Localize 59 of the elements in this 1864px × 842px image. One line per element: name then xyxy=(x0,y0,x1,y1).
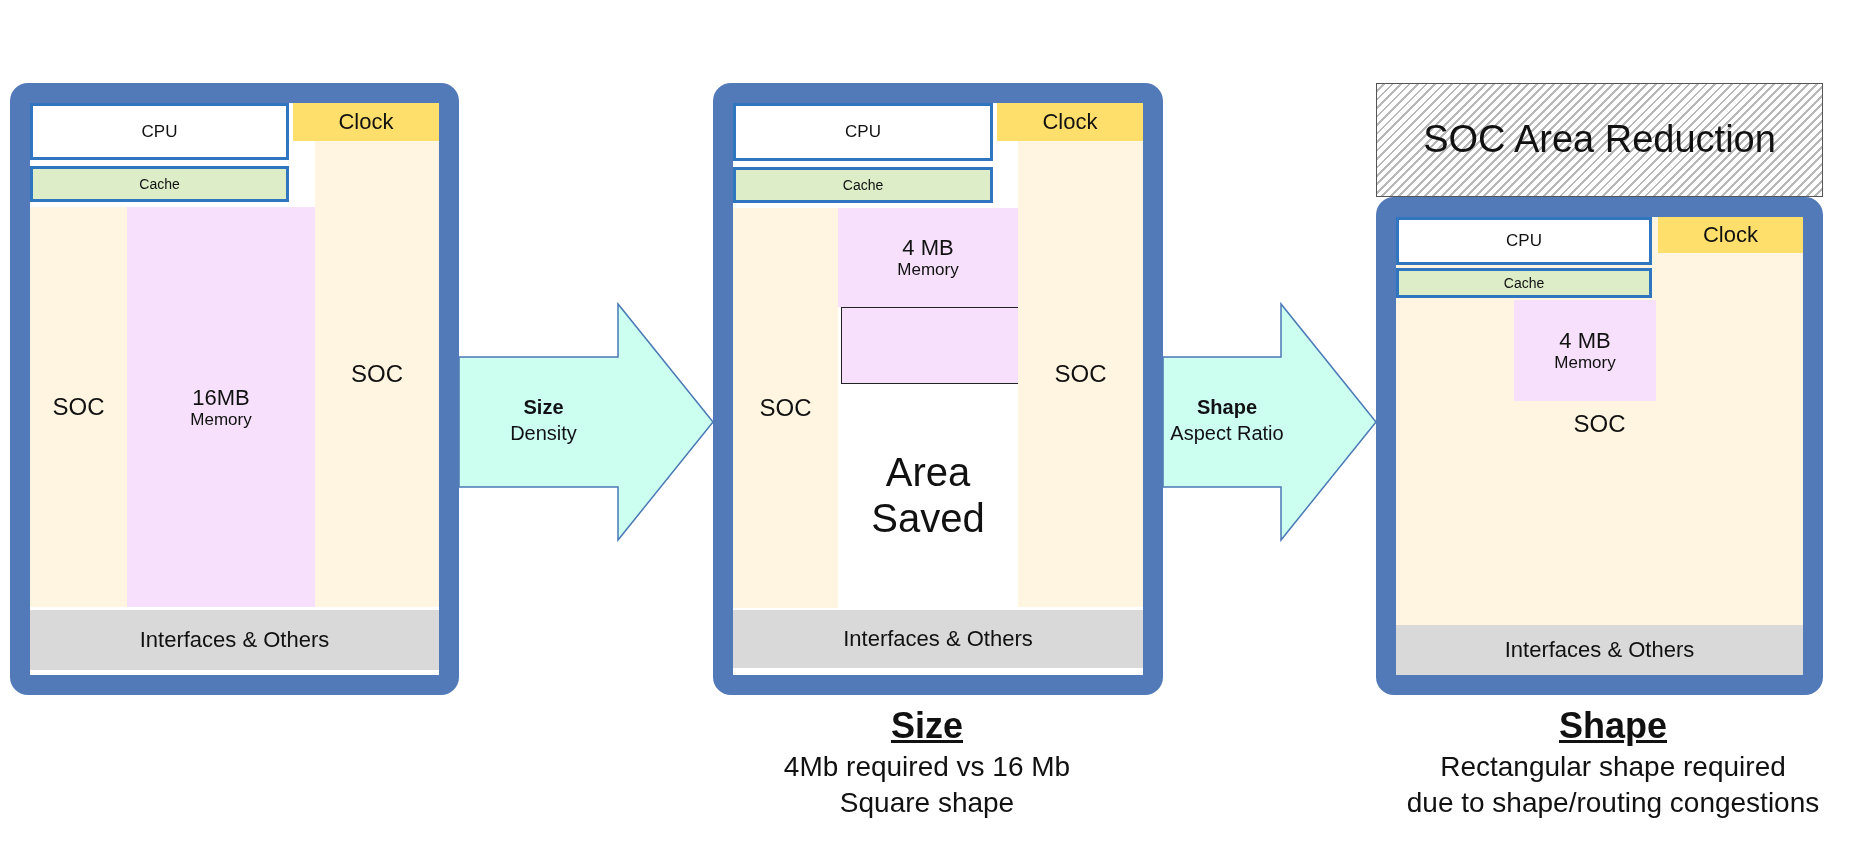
block-label: SOC xyxy=(759,394,812,422)
block-label: Interfaces & Others xyxy=(843,626,1033,652)
block-label: 4 MB xyxy=(1559,328,1611,354)
block-label: SOC xyxy=(351,360,403,388)
section-heading: Shape xyxy=(1557,705,1668,747)
clock-block xyxy=(997,103,1143,141)
soc-region xyxy=(733,208,838,608)
clock-block xyxy=(293,103,439,141)
cache-block xyxy=(733,167,993,203)
memory-block xyxy=(1514,300,1656,401)
block-label: 4 MB xyxy=(902,235,954,261)
block-sublabel: Memory xyxy=(190,409,252,430)
block-label: Cache xyxy=(1503,274,1545,292)
soc-region xyxy=(30,207,127,607)
chip-panel xyxy=(10,83,459,695)
chip-panel xyxy=(713,83,1163,695)
interfaces-block xyxy=(1396,625,1803,675)
section-note: Rectangular shape required xyxy=(1439,751,1787,783)
cpu-block xyxy=(30,103,289,160)
block-label: SOC Area Reduction xyxy=(1423,118,1776,162)
soc-region xyxy=(1018,141,1143,607)
block-arrow xyxy=(458,301,714,543)
edge-label: Size Density xyxy=(509,395,578,446)
block-label: Clock xyxy=(338,109,394,135)
block-label: Cache xyxy=(842,176,884,194)
block-arrow xyxy=(1162,301,1377,543)
memory-block xyxy=(838,208,1018,307)
block-label: Clock xyxy=(1703,222,1758,248)
block-label: SOC xyxy=(1573,410,1626,438)
section-note: 4Mb required vs 16 Mb xyxy=(782,751,1072,783)
section-note: Square shape xyxy=(838,787,1016,819)
block-label: SOC xyxy=(52,393,105,421)
block-sublabel: Memory xyxy=(1554,353,1616,373)
interfaces-block xyxy=(733,610,1143,668)
block-label: 16MB xyxy=(192,384,250,410)
block-label: Interfaces & Others xyxy=(1504,637,1695,663)
block-label: SOC xyxy=(1054,360,1107,388)
empty-memory-outline xyxy=(841,307,1019,384)
block-sublabel: Memory xyxy=(897,260,959,280)
block-label: CPU xyxy=(1506,231,1542,251)
section-note: due to shape/routing congestions xyxy=(1405,787,1821,819)
block-label: Clock xyxy=(1042,109,1098,135)
cache-block xyxy=(30,166,289,202)
cache-block xyxy=(1396,268,1652,298)
clock-block xyxy=(1658,217,1803,253)
section-heading: Size xyxy=(889,705,964,747)
memory-block xyxy=(127,207,315,607)
block-label: CPU xyxy=(141,121,178,142)
block-label: CPU xyxy=(845,122,881,142)
edge-label: Shape Aspect Ratio xyxy=(1169,395,1285,446)
area-reduction-box xyxy=(1376,83,1823,197)
interfaces-block xyxy=(30,610,439,670)
soc-region xyxy=(315,141,439,607)
block-label: Interfaces & Others xyxy=(139,627,330,653)
chip-panel xyxy=(1376,197,1823,695)
block-label: Area Saved xyxy=(870,449,986,541)
cpu-block xyxy=(733,103,993,161)
cpu-block xyxy=(1396,217,1652,265)
block-label: Cache xyxy=(139,175,180,193)
